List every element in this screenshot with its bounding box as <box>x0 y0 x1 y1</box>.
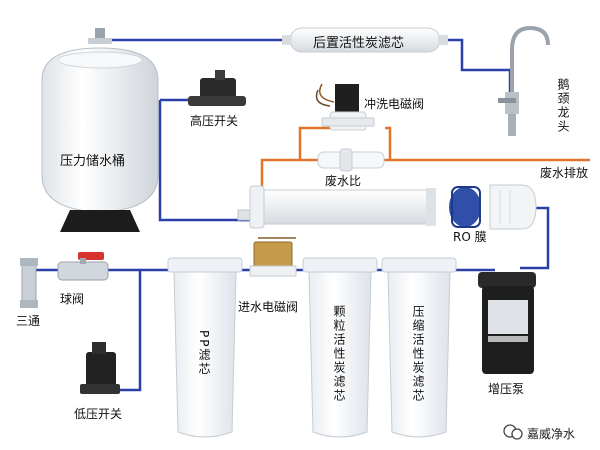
tee-body <box>21 261 37 307</box>
pipe-valve-to-lp-switch <box>108 268 142 392</box>
cto-filter-body <box>387 271 451 438</box>
tee-label: 三通 <box>16 314 41 328</box>
booster-pump-label <box>488 300 528 334</box>
booster-pump <box>478 272 536 374</box>
faucet-label: 鹅颈龙头 <box>556 78 570 134</box>
tank-valve <box>95 28 105 42</box>
post-carbon-filter <box>282 27 448 53</box>
ro-membrane-label: RO 膜 <box>453 230 487 244</box>
ball-valve <box>57 252 109 281</box>
ball-valve-label: 球阀 <box>60 292 85 306</box>
pressure-tank-label: 压力储水桶 <box>60 154 126 169</box>
gac-filter-body <box>308 271 372 438</box>
watermark-text: 嘉威净水 <box>527 427 576 441</box>
pp-filter-housing <box>167 257 243 438</box>
wechat-icon <box>503 424 523 440</box>
pipe-pump-to-membrane <box>520 206 550 270</box>
faucet-spout <box>510 25 550 118</box>
waste-drain-label: 废水排放 <box>540 166 589 180</box>
cto-filter-housing <box>381 257 457 438</box>
inlet-solenoid-coil <box>253 241 293 269</box>
inlet-solenoid-valve <box>249 237 297 277</box>
pp-filter-label: PP滤芯 <box>197 330 211 377</box>
ro-housing <box>254 189 436 225</box>
gooseneck-faucet <box>498 25 550 136</box>
ro-membrane <box>237 184 537 230</box>
pipe-waste-main <box>260 158 590 195</box>
pipe-post-filter-to-faucet <box>440 38 512 92</box>
waste-water-pipes <box>260 126 590 195</box>
post-carbon-filter-label: 后置活性炭滤芯 <box>313 36 405 51</box>
high-pressure-switch <box>188 70 246 106</box>
ball-valve-body <box>57 261 109 281</box>
booster-pump-label-text: 增压泵 <box>488 382 525 396</box>
lp-switch-body <box>86 352 116 388</box>
ro-membrane-element <box>449 187 481 227</box>
pipe-hp-switch-to-membrane <box>158 100 255 222</box>
cto-filter-label: 压缩活性炭滤芯 <box>411 305 425 403</box>
pressure-tank <box>41 28 159 232</box>
flush-solenoid-label: 冲洗电磁阀 <box>364 97 425 111</box>
tank-base <box>60 210 140 232</box>
high-pressure-switch-label: 高压开关 <box>190 114 239 128</box>
low-pressure-switch-label: 低压开关 <box>74 407 123 421</box>
flush-solenoid-coil <box>335 84 359 112</box>
gac-filter-label: 颗粒活性炭滤芯 <box>332 305 346 403</box>
tee-fitting <box>20 258 38 308</box>
waste-ratio-restrictor <box>317 148 385 172</box>
pp-filter-body <box>173 271 237 438</box>
flush-solenoid-valve <box>315 83 375 131</box>
low-pressure-switch <box>80 342 120 394</box>
inlet-solenoid-label: 进水电磁阀 <box>238 300 299 314</box>
tank-body <box>41 47 159 213</box>
gac-filter-housing <box>302 257 378 438</box>
pipe-from-flush-solenoid <box>385 126 392 160</box>
ro-end-cap <box>489 184 537 230</box>
waste-ratio-label: 废水比 <box>325 174 362 188</box>
